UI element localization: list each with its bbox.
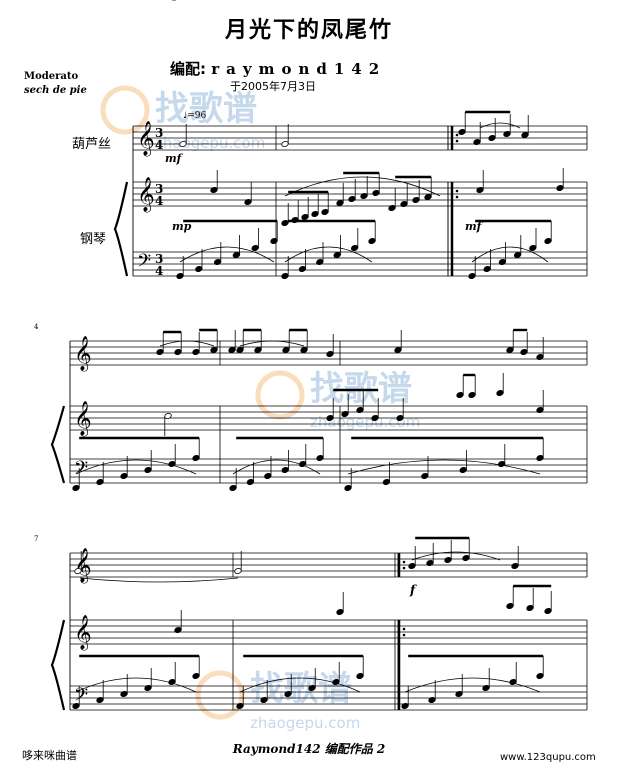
measure-number-7: 7: [34, 535, 39, 543]
piano-brace-icon: [113, 181, 129, 277]
time-signature-top: 3: [155, 182, 163, 196]
slur-icon: [75, 459, 197, 475]
time-signature-top: 3: [155, 252, 163, 266]
slur-icon: [411, 551, 501, 561]
repeat-dot-icon: [455, 133, 459, 137]
treble-clef-icon: 𝄞: [74, 548, 92, 584]
arrangement-date: 于2005年7月3日: [230, 80, 316, 93]
dynamic-mf-piano: mf: [465, 220, 482, 233]
watermark-site-url: zhaogepu.com: [155, 134, 265, 152]
dynamic-mf: mf: [165, 152, 182, 165]
slur-icon: [347, 459, 541, 475]
treble-clef-icon: 𝄞: [74, 336, 92, 372]
arranger-label: 编配:: [170, 60, 206, 78]
slur-icon: [404, 677, 541, 693]
score-title: 月光下的凤尾竹: [224, 18, 393, 43]
measure-number-4: 4: [34, 323, 39, 331]
time-signature-bottom: 4: [155, 138, 163, 152]
slur-icon: [79, 577, 239, 583]
slur-icon: [479, 122, 521, 129]
dynamic-mp: mp: [172, 220, 192, 233]
tempo-block: Moderato sech de pie: [24, 70, 87, 98]
arranger-name: raymond142: [211, 60, 387, 78]
repeat-dot-icon: [402, 560, 406, 564]
arranger-line: 编配: raymond142: [170, 58, 386, 79]
piano-brace-icon: [50, 405, 66, 484]
slur-icon: [159, 340, 215, 347]
style-marking: sech de pie: [24, 85, 87, 96]
time-signature-top: 3: [155, 126, 163, 140]
slur-icon: [284, 246, 373, 263]
bass-clef-icon: 𝄢: [74, 458, 88, 483]
piano-brace-icon: [50, 619, 66, 711]
footer-url: www.123qupu.com: [500, 752, 596, 763]
slur-icon: [179, 246, 275, 263]
slur-icon: [284, 176, 441, 197]
footer-source: 哆来咪曲谱: [22, 749, 77, 762]
treble-clef-watermark-icon: 找歌谱 zhaogepu.com: [100, 85, 265, 152]
slur-icon: [232, 459, 321, 475]
repeat-dot-icon: [402, 633, 406, 637]
time-signature-bottom: 4: [155, 194, 163, 208]
slur-icon: [239, 677, 361, 693]
footer-credit: Raymond142 编配作品 2: [232, 742, 386, 756]
treble-clef-icon: 𝄞: [74, 615, 92, 651]
tempo-marking: Moderato: [24, 71, 79, 82]
slur-icon: [75, 677, 197, 693]
watermark-1: 找歌谱 zhaogepu.com: [100, 70, 320, 174]
dynamic-f: f: [410, 583, 416, 597]
slur-icon: [239, 340, 305, 347]
treble-clef-icon: 𝄞: [137, 121, 155, 157]
slur-icon: [471, 246, 549, 263]
bass-clef-icon: 𝄢: [137, 251, 151, 276]
repeat-dot-icon: [455, 139, 459, 143]
watermark-site-cn: 找歌谱: [155, 89, 257, 129]
repeat-dot-icon: [402, 566, 406, 570]
instrument-label-piano: 钢琴: [80, 232, 107, 247]
repeat-dot-icon: [455, 195, 459, 199]
watermark-site-url: zhaogepu.com: [250, 714, 360, 732]
time-signature-bottom: 4: [155, 264, 163, 278]
instrument-label-hulusi: 葫芦丝: [72, 137, 112, 152]
treble-clef-icon: 𝄞: [74, 401, 92, 437]
repeat-dot-icon: [455, 189, 459, 193]
watermark-site-url: zhaogepu.com: [310, 413, 420, 431]
repeat-dot-icon: [402, 627, 406, 631]
treble-clef-icon: 𝄞: [137, 177, 155, 213]
metronome-mark: ♩=96: [183, 111, 207, 121]
